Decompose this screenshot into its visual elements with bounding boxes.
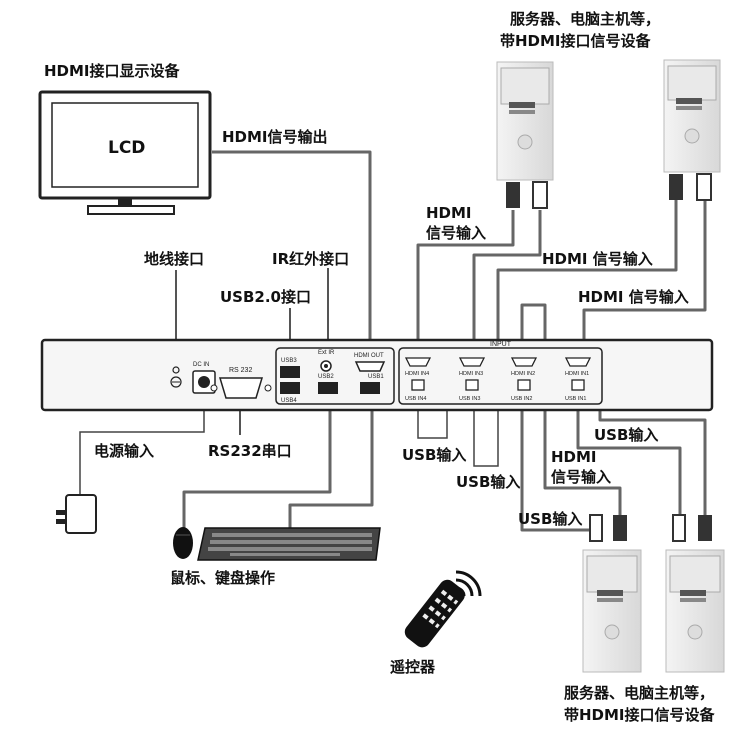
label-bottom-servers-1: 服务器、电脑主机等，	[564, 684, 714, 702]
hdmi-in3-port	[458, 357, 486, 367]
usb-in2-port	[517, 379, 531, 391]
panel-label-rs232: RS 232	[229, 367, 252, 374]
usb3-port	[280, 366, 300, 378]
ir-signal-icon	[455, 570, 482, 597]
panel-label-usb3: USB3	[281, 358, 297, 364]
usb-in3-cable	[473, 410, 499, 467]
label-bottom-servers-2: 带HDMI接口信号设备	[564, 706, 716, 724]
label-display-device: HDMI接口显示设备	[44, 62, 181, 80]
panel-label-usb-in3: USB IN3	[459, 396, 480, 402]
label-usb-in-2: USB输入	[456, 473, 520, 491]
label-ground: 地线接口	[144, 250, 204, 268]
hdmi-in1-cable	[582, 200, 707, 345]
server-tower-top-1	[496, 61, 554, 181]
label-hdmi-in-a-2: 信号输入	[426, 224, 486, 242]
panel-label-hdmi-in2: HDMI IN2	[511, 371, 535, 377]
hdmi-output-cable	[212, 150, 372, 345]
usb-in4-port	[411, 379, 425, 391]
panel-label-usb1: USB1	[368, 374, 384, 380]
panel-label-input: INPUT	[490, 341, 512, 348]
hdmi-in2-port	[510, 357, 538, 367]
label-usb-in-3: USB输入	[594, 426, 658, 444]
panel-label-usb-in4: USB IN4	[405, 396, 426, 402]
hdmi-plug-icon	[506, 173, 712, 209]
label-rs232: RS232串口	[208, 442, 292, 460]
panel-label-ext-ir: Ext IR	[318, 350, 335, 356]
lcd-monitor	[38, 90, 212, 215]
panel-label-hdmi-in3: HDMI IN3	[459, 371, 483, 377]
label-usb-in-1: USB输入	[402, 446, 466, 464]
label-top-servers-1: 服务器、电脑主机等，	[510, 10, 660, 28]
label-hdmi-out: HDMI信号输出	[222, 128, 328, 146]
label-ir: IR红外接口	[272, 250, 349, 268]
label-hdmi-in-d-1: HDMI	[551, 448, 597, 466]
label-top-servers-2: 带HDMI接口信号设备	[500, 32, 652, 50]
server-tower-top-2	[663, 59, 721, 173]
label-hdmi-in-c: HDMI 信号输入	[578, 288, 689, 306]
mouse-cable	[182, 405, 332, 528]
hdmi-in4-cable	[416, 210, 515, 350]
hdmi-in1-bottom-cable	[598, 410, 707, 515]
label-lcd: LCD	[108, 138, 145, 158]
usb-in3-port	[465, 379, 479, 391]
label-hdmi-in-b: HDMI 信号输入	[542, 250, 653, 268]
label-power-in: 电源输入	[94, 442, 154, 460]
usb-in1-port	[571, 379, 585, 391]
usb-plug-icon	[589, 514, 712, 542]
panel-label-usb4: USB4	[281, 398, 297, 404]
hdmi-link-server2	[496, 200, 678, 345]
hdmi-out-port	[354, 361, 386, 372]
usb2-port	[318, 382, 338, 394]
panel-label-hdmi-out: HDMI OUT	[354, 353, 384, 359]
output-port-group	[275, 347, 395, 405]
label-usb2: USB2.0接口	[220, 288, 311, 306]
usb1-port	[360, 382, 380, 394]
panel-label-hdmi-in1: HDMI IN1	[565, 371, 589, 377]
panel-label-usb-in2: USB IN2	[511, 396, 532, 402]
input-port-group	[398, 347, 603, 405]
label-usb-in-4: USB输入	[518, 510, 582, 528]
keyboard-icon	[197, 527, 381, 561]
panel-label-hdmi-in4: HDMI IN4	[405, 371, 429, 377]
dc-in-port	[192, 370, 216, 394]
label-hdmi-in-d-2: 信号输入	[551, 468, 611, 486]
hdmi-in2-loop	[520, 303, 547, 345]
server-tower-bottom-1	[582, 549, 642, 673]
ext-ir-port	[320, 360, 332, 372]
hdmi-in1-port	[564, 357, 592, 367]
hdmi-in3-cable	[472, 210, 542, 345]
rs232-port	[210, 377, 272, 399]
hdmi-in2-cable	[543, 410, 622, 515]
remote-control-icon	[404, 579, 465, 648]
label-hdmi-in-a-1: HDMI	[426, 204, 472, 222]
panel-label-usb-in1: USB IN1	[565, 396, 586, 402]
usb4-port	[280, 382, 300, 394]
usb-in1-cable	[576, 410, 682, 515]
panel-label-dc-in: DC IN	[193, 362, 209, 368]
ground-icon	[170, 366, 182, 388]
power-adapter-icon	[56, 494, 97, 534]
server-tower-bottom-2	[665, 549, 725, 673]
hdmi-in4-port	[404, 357, 432, 367]
mouse-icon	[173, 527, 193, 559]
panel-label-usb2: USB2	[318, 374, 334, 380]
label-mouse-keyboard: 鼠标、键盘操作	[170, 569, 275, 587]
keyboard-cable	[288, 405, 374, 528]
usb-in4-cable	[417, 410, 448, 439]
label-remote: 遥控器	[390, 658, 436, 676]
